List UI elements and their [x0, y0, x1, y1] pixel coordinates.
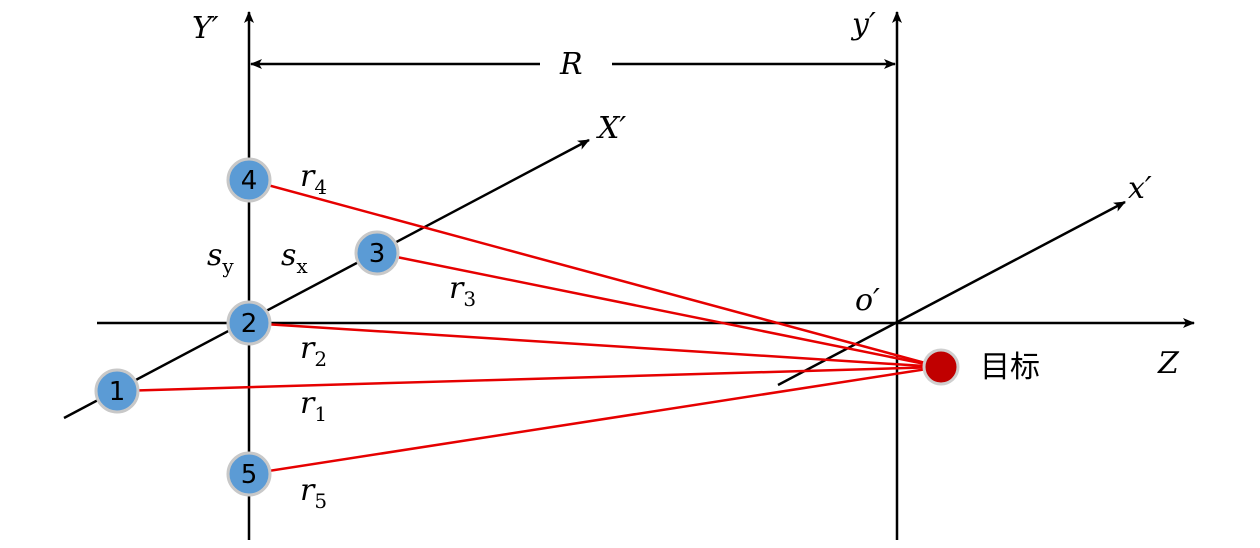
axis-label-Y-prime: Y′ — [192, 11, 219, 46]
target-marker — [922, 348, 960, 386]
node-2-label: 2 — [241, 309, 258, 339]
origin-label-o-prime: o′ — [855, 283, 880, 318]
range-label-r1: r1 — [300, 386, 327, 426]
distance-label-R: R — [559, 47, 583, 82]
axis-label-x-prime: x′ — [1128, 171, 1152, 206]
spacing-label-sy: sy — [207, 238, 234, 278]
range-label-r5: r5 — [300, 473, 327, 513]
range-label-r2: r2 — [300, 331, 327, 371]
ray-1 — [116, 365, 941, 393]
ray-5 — [248, 365, 941, 476]
node-1-label: 1 — [109, 377, 126, 407]
range-rays — [116, 178, 941, 476]
axis-label-Z: Z — [1157, 346, 1180, 381]
node-5: 5 — [226, 451, 272, 497]
node-3-label: 3 — [369, 239, 386, 269]
spacing-label-sx: sx — [281, 238, 308, 278]
axis-label-X-prime: X′ — [596, 111, 626, 146]
node-5-label: 5 — [241, 460, 258, 490]
node-4-label: 4 — [241, 166, 258, 196]
range-label-r3: r3 — [449, 271, 476, 311]
node-3: 3 — [354, 230, 400, 276]
axis-label-y-prime: y′ — [850, 7, 876, 42]
ray-2 — [248, 321, 941, 369]
target-label: 目标 — [980, 350, 1040, 385]
ray-3 — [376, 251, 941, 369]
x-prime-lower-axis — [777, 200, 1126, 387]
x-prime-upper-axis — [63, 138, 590, 420]
range-label-r4: r4 — [300, 159, 327, 199]
node-1: 1 — [94, 368, 140, 414]
node-4: 4 — [226, 157, 272, 203]
ray-4 — [248, 178, 941, 369]
node-2: 2 — [226, 300, 272, 346]
